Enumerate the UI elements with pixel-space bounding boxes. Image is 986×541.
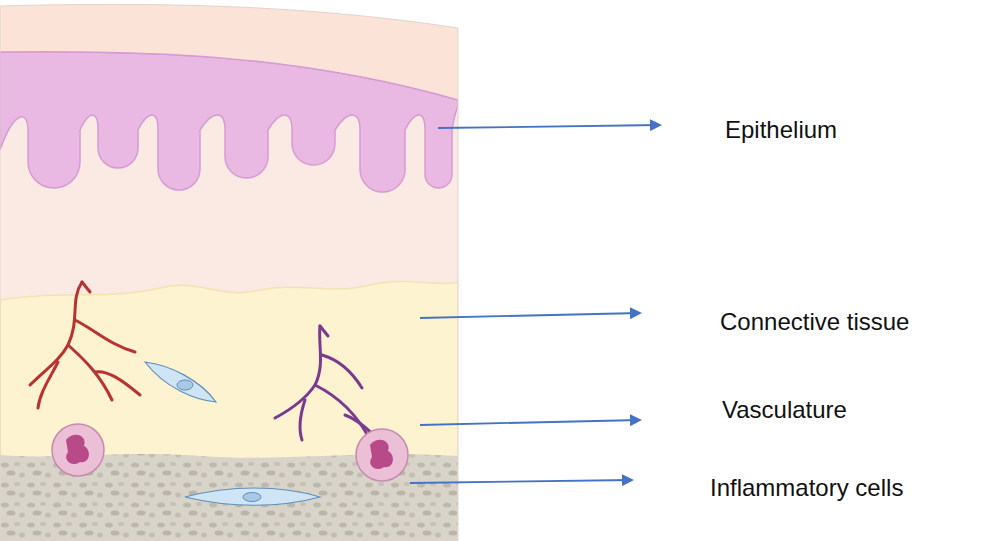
part-label: Connective tissue <box>720 308 909 337</box>
part-label: Inflammatory cells <box>710 474 903 503</box>
red-vessel <box>30 282 140 408</box>
fibroblast <box>145 362 320 505</box>
purple-vessel <box>275 326 385 448</box>
part-label: Epithelium <box>725 116 837 145</box>
leader-arrow <box>410 125 660 483</box>
tissue-block <box>0 0 458 541</box>
inflammatory-cell <box>52 424 408 481</box>
part-label: Vasculature <box>722 396 847 425</box>
yellow-layer <box>0 282 458 541</box>
